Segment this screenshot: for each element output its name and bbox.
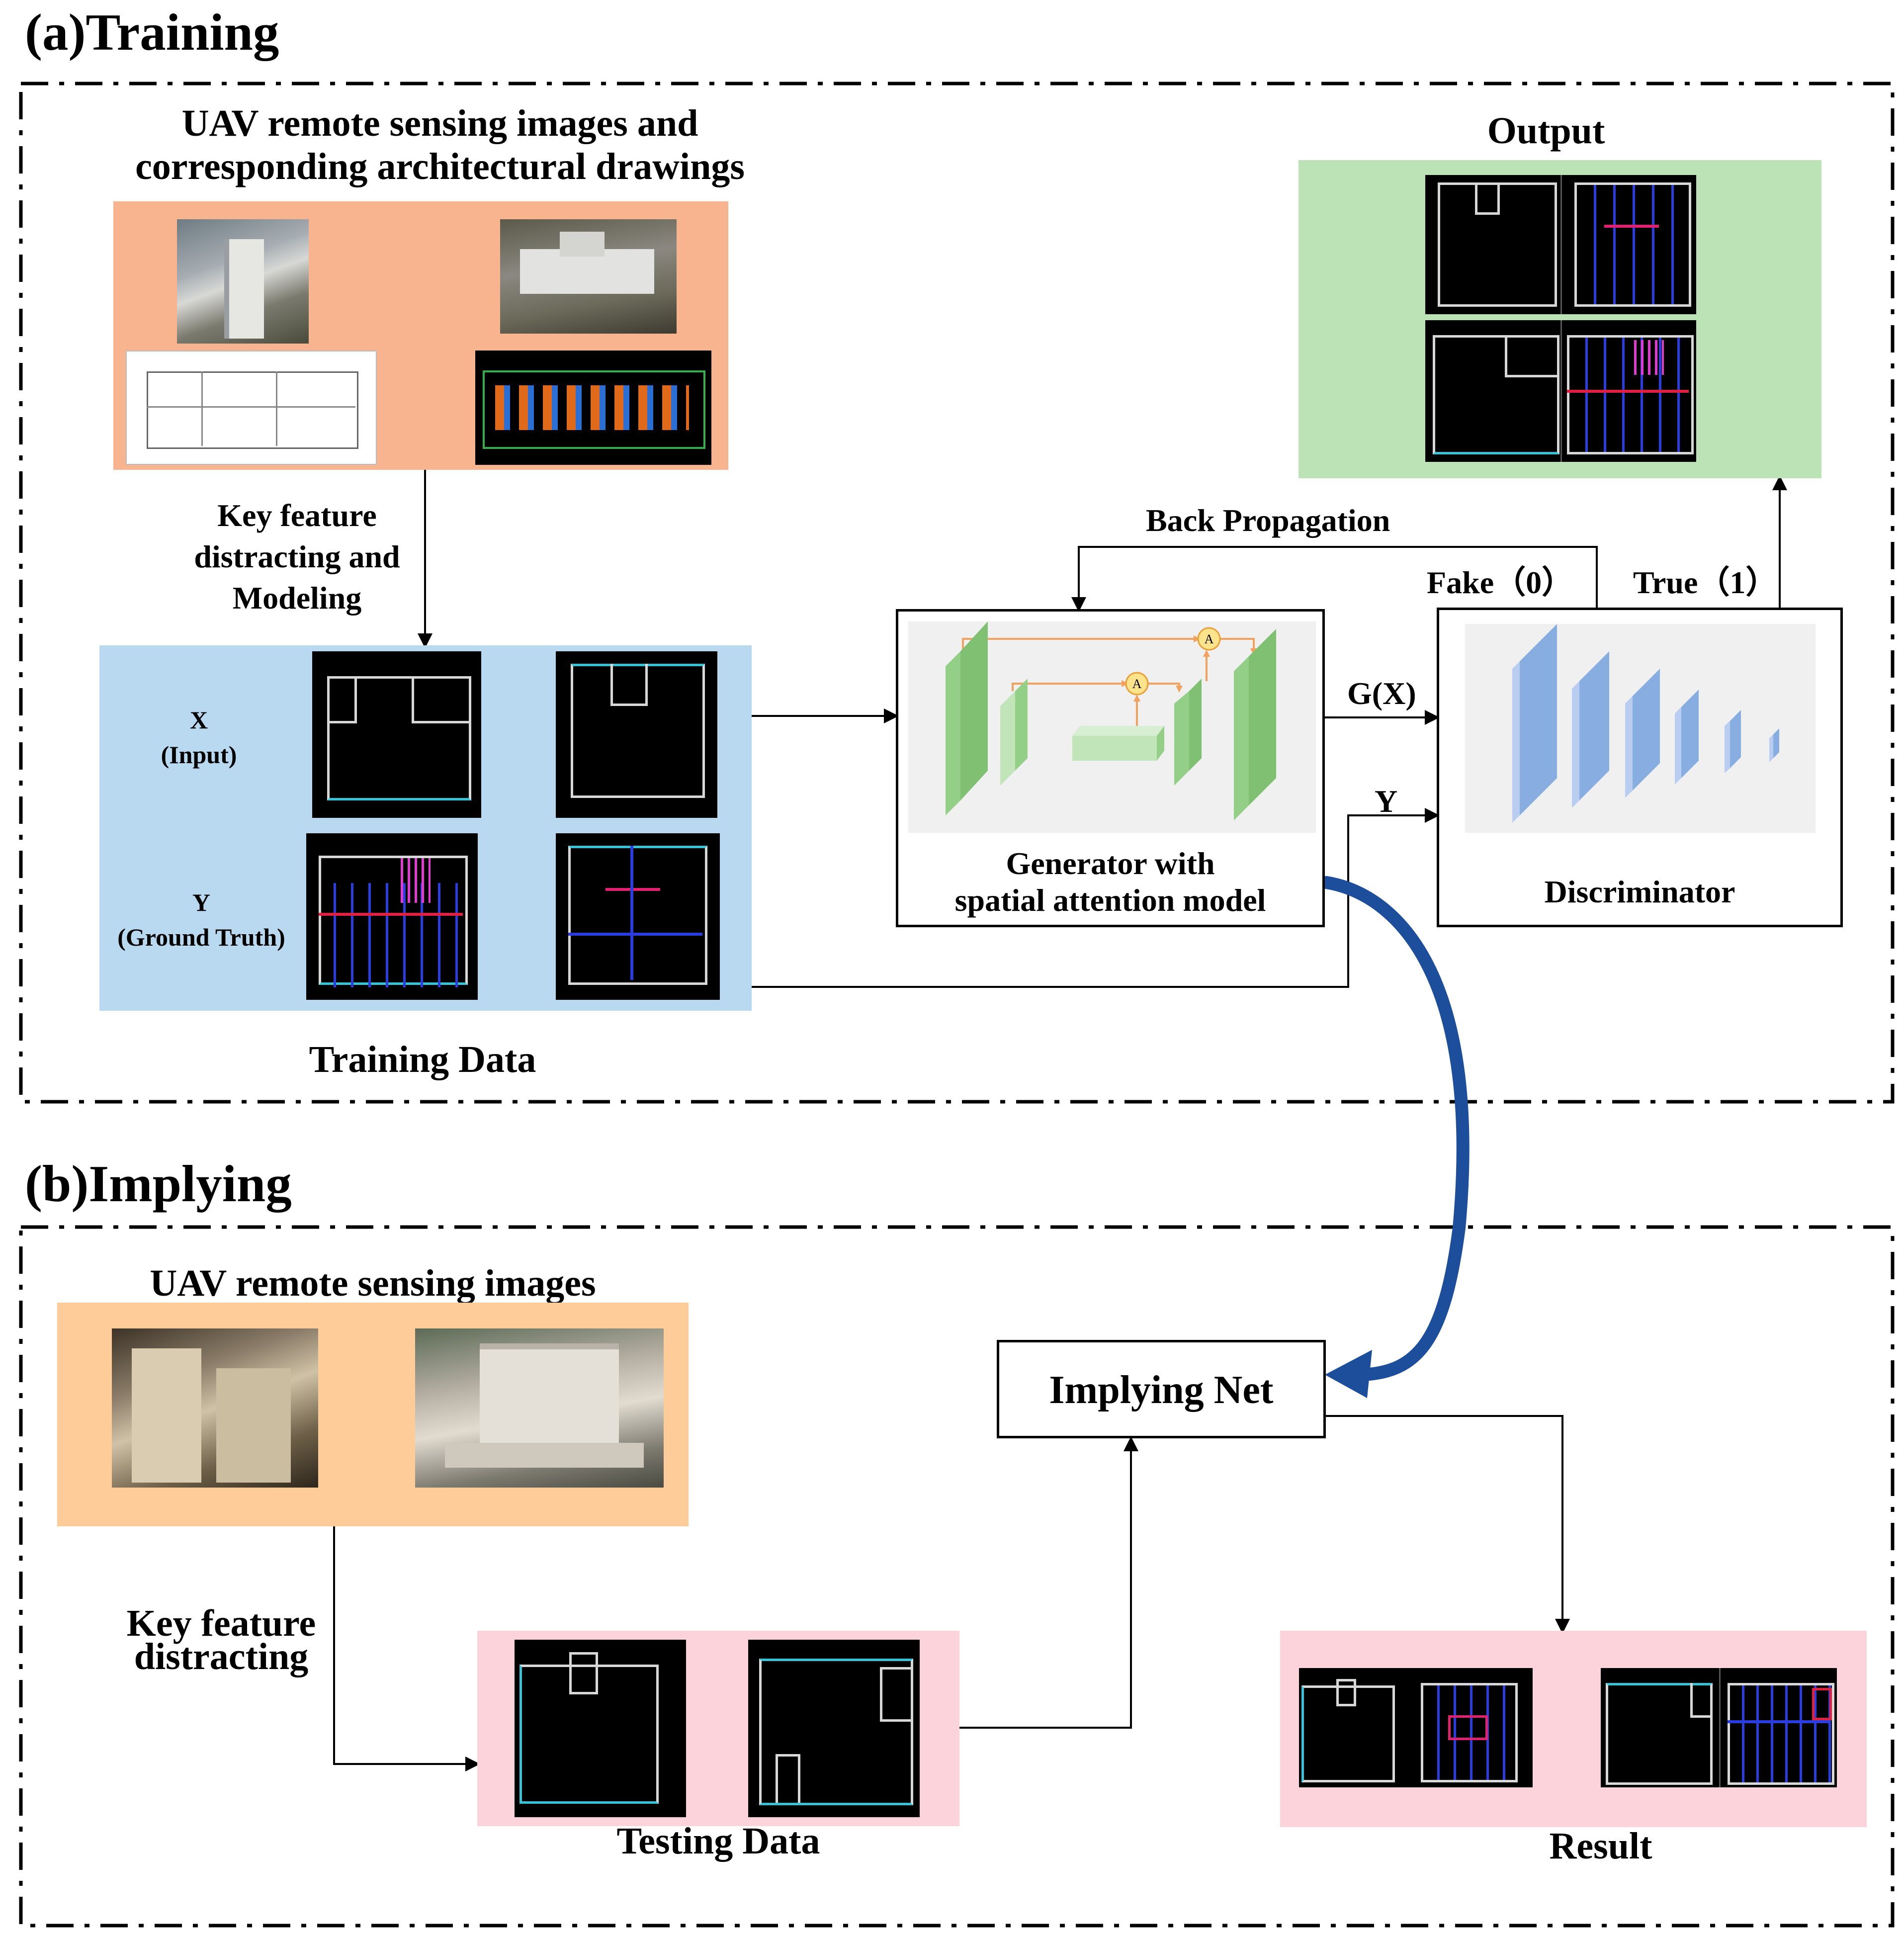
source-title: UAV remote sensing images and correspond… [94,102,785,189]
discriminator-label: Discriminator [1544,874,1735,909]
y-arrow-label: Y [1375,784,1398,819]
drawing-cad [475,351,711,465]
generator-layer-2 [1000,679,1028,786]
extract-label-line2: distracting and [194,539,400,575]
generator-layers-svg: A A [946,621,1276,820]
extract-label-training: Key feature distracting and Modeling [164,495,430,619]
generator-layer-1 [946,621,988,815]
discriminator-architecture [1465,624,1816,833]
generator-label-line1: Generator with [1006,846,1215,881]
y-label-line2: (Ground Truth) [117,923,285,951]
extract-label-line3: Modeling [232,580,362,616]
output-panel [1298,160,1821,478]
arrow-extract-testing [333,1526,480,1771]
x-label: X (Input) [134,703,263,772]
training-data-panel: X (Input) Y (Ground Truth) [99,645,752,1011]
uav-photo-residential [112,1328,318,1488]
uav-photo-tower [177,219,309,344]
x-label-line2: (Input) [161,741,237,769]
disc-layer-2 [1572,651,1609,808]
attention-symbol-1: A [1205,632,1214,646]
input-floorplan-2 [556,651,717,818]
generator-label: Generator with spatial attention model [898,845,1322,918]
fake-label: Fake（0） [1427,565,1574,600]
output-pair-2 [1425,320,1696,462]
source-title-line1: UAV remote sensing images and [181,102,698,144]
arrow-testing-to-net [959,1436,1138,1729]
implying-extract-line1: Key feature [126,1602,316,1644]
drawing-white [126,351,377,465]
testing-floorplan-1 [515,1640,686,1817]
training-frame [19,82,1895,1104]
source-title-line2: corresponding architectural drawings [135,146,745,188]
section-title-implying: (b)Implying [25,1154,292,1213]
uav-photo-commercial [415,1328,664,1488]
discriminator-layers-svg [1512,624,1779,823]
attention-node-1 [1197,627,1221,651]
generator-layer-5 [1234,629,1276,820]
uav-photo-complex [500,219,677,334]
arrow-back-propagation [1071,546,1598,612]
implying-frame [19,1225,1895,1928]
testing-data-panel [477,1631,959,1826]
implying-extract-line2: distracting [134,1635,309,1677]
source-panel [113,201,728,470]
implying-net-label: Implying Net [1049,1368,1274,1412]
attention-node-2 [1125,672,1149,696]
curve-arrowhead [1325,1350,1372,1398]
discriminator-box: Discriminator [1437,608,1843,927]
extract-label-implying: Key feature distracting [117,1602,326,1677]
arrow-net-to-result [1325,1415,1570,1634]
result-panel [1280,1631,1867,1827]
implying-source-panel [57,1303,689,1526]
output-pair-1 [1425,175,1696,314]
result-pair-2 [1601,1668,1837,1787]
disc-layer-6 [1769,728,1779,762]
result-label: Result [1549,1825,1652,1867]
generator-architecture: A A [908,621,1316,833]
ground-truth-floorplan-2 [556,833,720,1000]
y-label-line1: Y [192,888,211,916]
disc-layer-1 [1512,624,1557,823]
disc-layer-5 [1725,710,1741,773]
section-title-training: (a)Training [25,3,279,61]
disc-layer-3 [1625,669,1660,798]
implying-net-box: Implying Net [997,1340,1326,1438]
generator-label-line2: spatial attention model [954,882,1266,918]
arrow-y [752,808,1440,988]
output-label: Output [1487,110,1605,152]
testing-data-label: Testing Data [616,1820,820,1862]
x-label-line1: X [189,706,208,734]
ground-truth-floorplan-1 [306,833,478,1000]
generator-box: A A Generator with spatial attention mod… [896,609,1325,927]
result-pair-1 [1299,1668,1533,1787]
generator-layer-bottleneck [1072,726,1164,761]
generator-layer-4 [1174,679,1202,786]
extract-label-line1: Key feature [217,498,377,533]
gx-label: G(X) [1347,676,1416,711]
disc-layer-4 [1675,690,1699,785]
training-data-label: Training Data [309,1039,536,1080]
curve-arrow-transfer [1320,876,1470,1381]
y-label: Y (Ground Truth) [104,885,298,955]
implying-source-title: UAV remote sensing images [150,1262,596,1304]
attention-symbol-2: A [1132,677,1142,691]
true-label: True（1） [1633,565,1778,600]
back-propagation-label: Back Propagation [1146,503,1390,538]
testing-floorplan-2 [748,1640,920,1817]
input-floorplan-1 [312,651,481,818]
